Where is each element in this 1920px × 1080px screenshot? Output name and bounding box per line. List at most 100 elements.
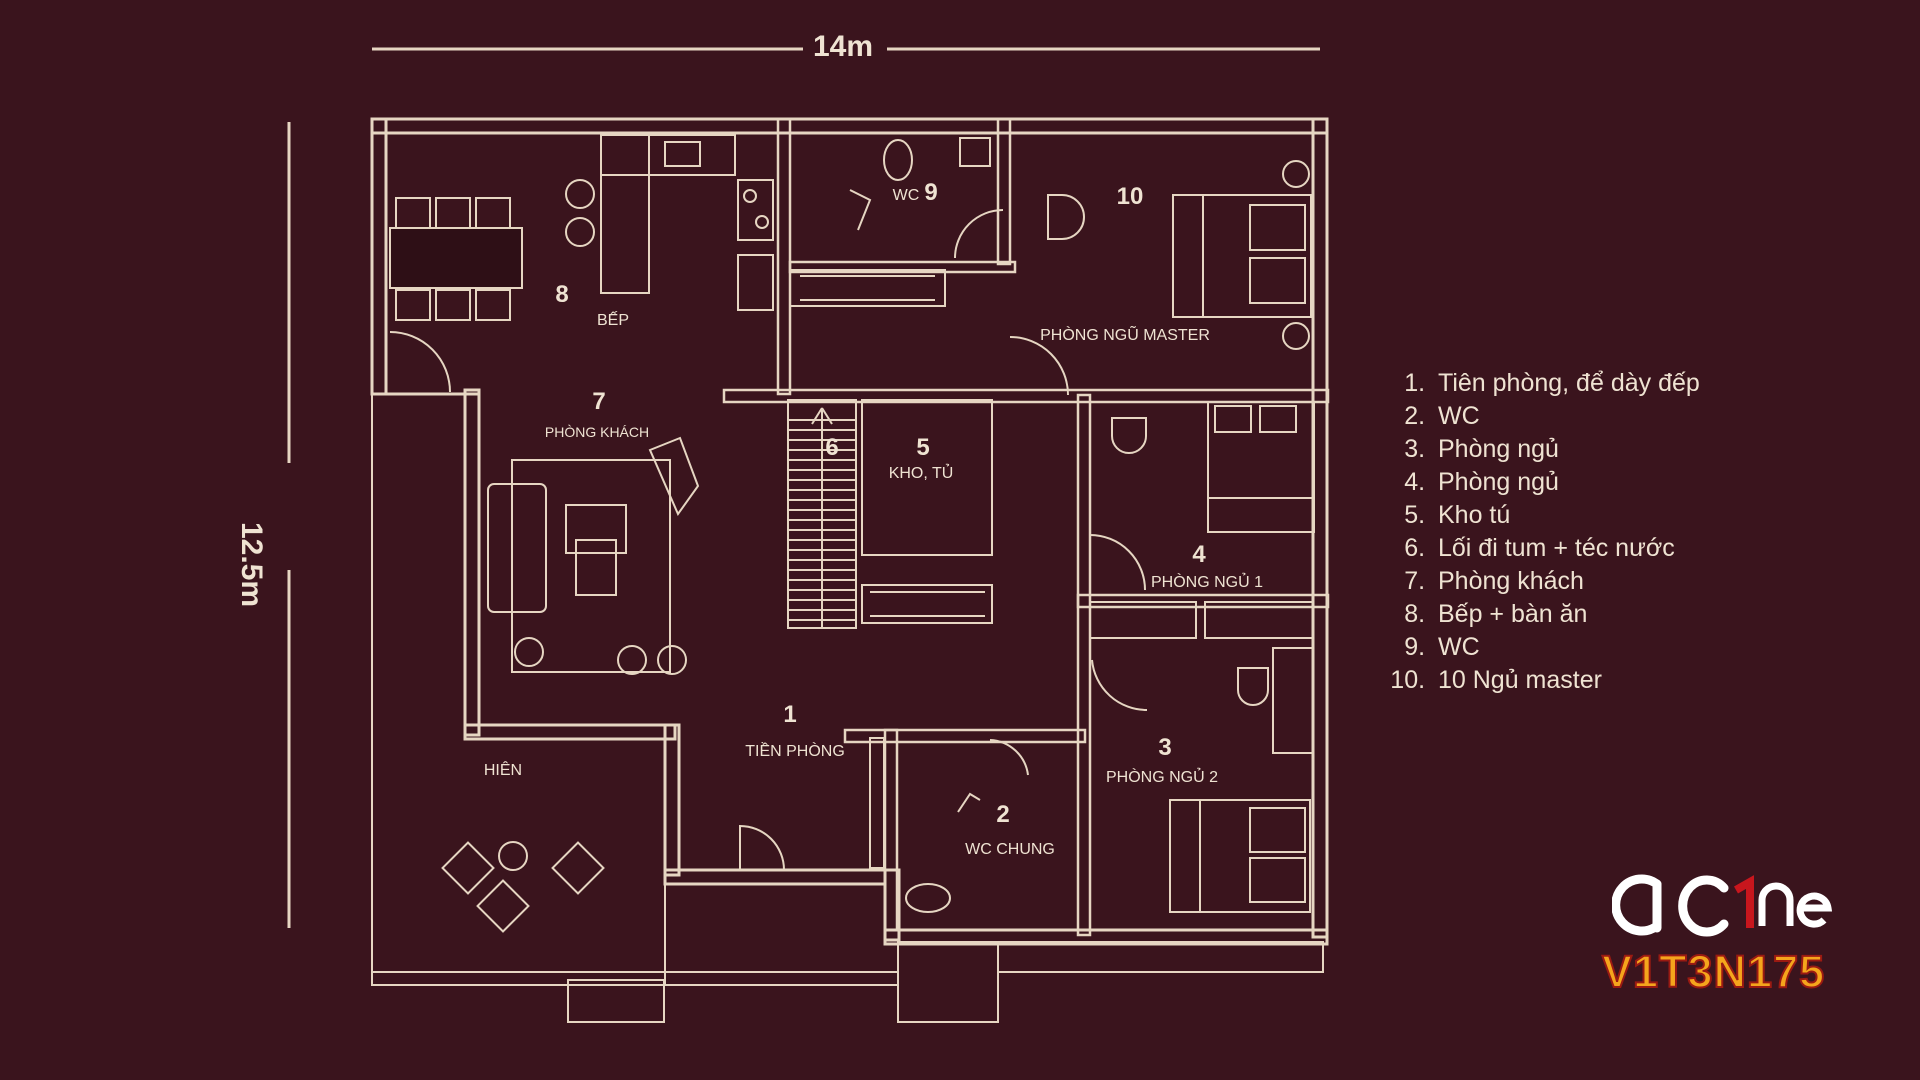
room-5-label: KHO, TỦ	[889, 463, 954, 482]
interior-walls	[722, 117, 1330, 937]
bedside-lamp	[1282, 160, 1310, 188]
legend-item: Kho tú	[1432, 499, 1728, 532]
room-legend: Tiên phòng, để dày đếpWCPhòng ngủPhòng n…	[1398, 367, 1728, 697]
porch-chair	[476, 879, 530, 933]
pillow	[1259, 405, 1297, 433]
wall-bottom	[883, 928, 1329, 946]
wardrobe-1	[1089, 601, 1197, 639]
room-5-number: 5	[916, 434, 929, 461]
legend-item: Bếp + bàn ăn	[1432, 598, 1728, 631]
legend-item: Lối đi tum + téc nước	[1432, 532, 1728, 565]
legend-item: WC	[1432, 400, 1728, 433]
dimension-lines	[287, 47, 1320, 928]
porch-outline	[371, 394, 898, 986]
bedside-lamp	[1282, 322, 1310, 350]
logo-c	[1678, 875, 1729, 937]
sink	[664, 141, 701, 167]
wardrobe-2	[1204, 601, 1314, 639]
master-label: PHÒNG NGŨ MASTER	[1040, 324, 1210, 344]
pillow	[1249, 204, 1306, 251]
coffee-table	[565, 504, 627, 554]
wc9-fixtures	[789, 137, 1004, 307]
logo-a	[1612, 874, 1662, 936]
logo-accent	[1734, 875, 1754, 928]
wc9-door	[954, 209, 1004, 259]
room-4-number: 4	[1192, 541, 1206, 568]
stool	[565, 179, 595, 209]
wall-living-bottom	[463, 723, 677, 741]
burner	[743, 189, 757, 203]
toilet	[905, 883, 951, 913]
wc-door	[989, 739, 1029, 776]
stair-and-storage	[787, 399, 993, 629]
chair	[395, 289, 431, 321]
wall-wc-top	[843, 728, 1087, 744]
kitchen-counter-top	[600, 134, 736, 176]
kitchen-furniture	[389, 134, 774, 393]
wall-bedrooms-left	[1076, 393, 1092, 937]
stool	[565, 217, 595, 247]
lounge-chair	[648, 436, 700, 517]
chair	[435, 197, 471, 229]
brand-logo	[1612, 874, 1832, 937]
wardrobe-master	[789, 269, 946, 307]
living-rug	[511, 459, 671, 673]
wall-wc9-east	[996, 117, 1012, 266]
wall-wc9-bottom	[788, 260, 1017, 274]
master-door	[1009, 336, 1069, 396]
room-6-number: 6	[825, 434, 838, 461]
stove	[737, 179, 774, 241]
wall-entrance-left	[663, 723, 681, 877]
side-table	[657, 645, 687, 675]
logo-e	[1796, 892, 1832, 928]
room-7-number: 7	[592, 388, 605, 415]
wall-between-bedrooms	[1076, 593, 1330, 609]
wall-corridor-top	[722, 388, 1330, 404]
room-8-number: 8	[555, 281, 568, 308]
chair	[475, 289, 511, 321]
project-code: V1T3N175	[1601, 945, 1826, 998]
height-dimension-label: 12.5m	[235, 522, 268, 608]
bed-1-throw	[1207, 497, 1315, 533]
porch-label: HIÊN	[484, 760, 522, 779]
planter-strip	[997, 941, 1324, 973]
room-9-label: WC	[893, 187, 920, 204]
armchair	[1047, 194, 1085, 240]
master-bed	[1172, 194, 1312, 318]
room-1-label: TIỀN PHÒNG	[745, 741, 845, 760]
bed-throw	[1169, 799, 1201, 913]
porch-table	[498, 841, 528, 871]
wc-chung-fixtures	[869, 737, 1029, 913]
wardrobe-lines	[870, 591, 985, 617]
legend-item: 10 Ngủ master	[1432, 664, 1728, 697]
master-bedroom-furniture	[1009, 160, 1312, 396]
burner	[755, 215, 769, 229]
room-9-number: 9	[924, 179, 937, 206]
room-3-label: PHÒNG NGỦ 2	[1106, 767, 1218, 786]
porch-chair	[441, 841, 495, 895]
logo-mark	[1612, 874, 1729, 937]
side-table	[617, 645, 647, 675]
legend-item: Phòng khách	[1432, 565, 1728, 598]
shelf	[869, 737, 885, 869]
bedroom1-door	[1089, 534, 1146, 591]
legend-list: Tiên phòng, để dày đếpWCPhòng ngủPhòng n…	[1398, 367, 1728, 697]
wall-right	[1311, 117, 1329, 939]
kitchen-door-swing	[389, 331, 451, 393]
logo-n	[1758, 882, 1794, 926]
pillow	[1214, 405, 1252, 433]
chair	[475, 197, 511, 229]
bed-2	[1169, 799, 1311, 913]
width-dimension-label: 14m	[813, 30, 874, 63]
wall-kitchen-wc	[776, 117, 792, 396]
porch-chair	[551, 841, 605, 895]
planter	[567, 979, 665, 1023]
room-8-label: BẾP	[597, 310, 629, 329]
legend-item: Phòng ngủ	[1432, 433, 1728, 466]
coffee-table-2	[575, 539, 617, 596]
bedroom1-furniture	[1089, 401, 1315, 639]
wall-top	[370, 117, 1329, 135]
legend-item: WC	[1432, 631, 1728, 664]
legend-item: Tiên phòng, để dày đếp	[1432, 367, 1728, 400]
